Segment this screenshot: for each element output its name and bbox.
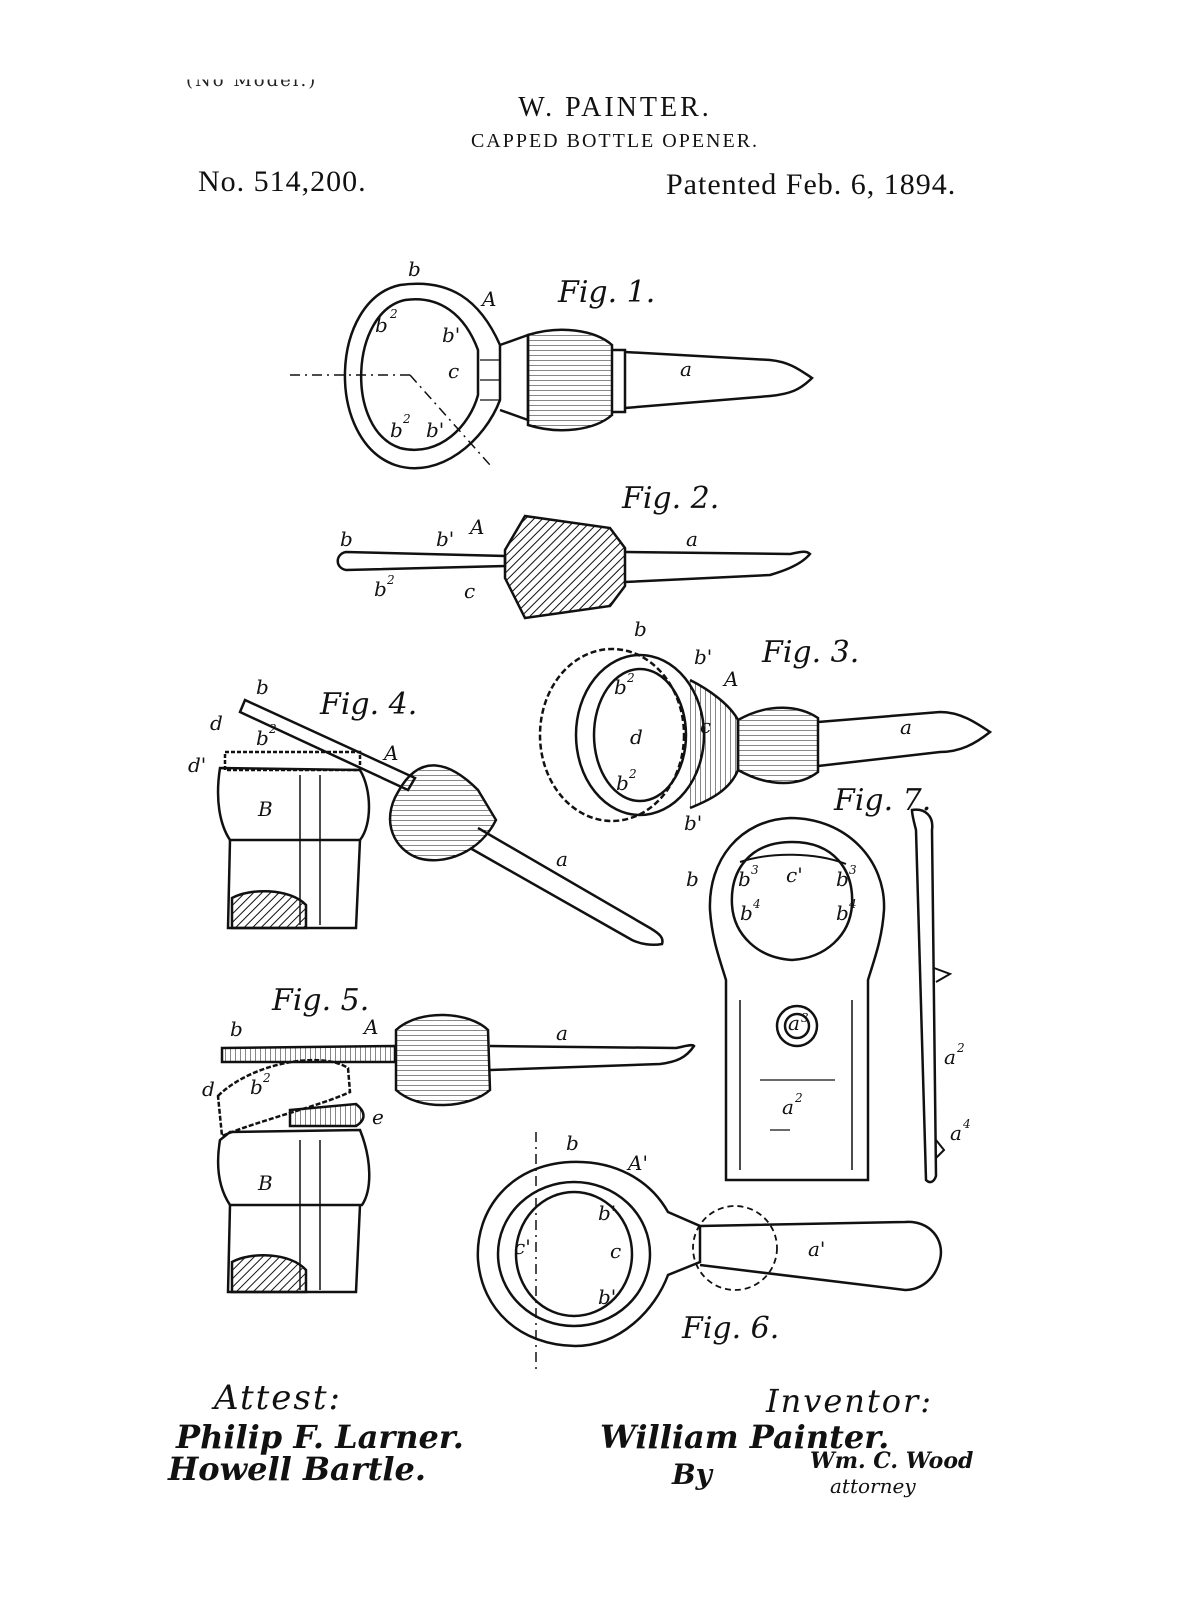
fig-3-ref-b2-top-sup: 2 <box>626 671 635 685</box>
fig-7-ref-b3-right-sup: 3 <box>849 863 857 877</box>
fig-7-label: Fig. 7. <box>833 783 931 818</box>
witness-signature-1: Philip F. Larner. <box>176 1418 464 1456</box>
fig-3-ref-b2-top: b <box>614 675 627 699</box>
fig-1-ref-b2-bottom-sup: 2 <box>402 412 411 426</box>
fig-7-ref-a2-front-sup: 2 <box>794 1091 803 1105</box>
figure-4 <box>216 698 664 947</box>
fig-7-ref-a4: a <box>950 1121 962 1145</box>
witness-signature-2: Howell Bartle. <box>168 1450 427 1488</box>
fig-1-label: Fig. 1. <box>557 275 655 310</box>
fig-6-ref-b1-bottom: b' <box>598 1285 616 1309</box>
fig-1-ref-b2-bottom: b <box>390 418 403 442</box>
fig-3-ref-b1-top: b' <box>694 645 712 669</box>
fig-1-ref-b1-top: b' <box>442 323 460 347</box>
patent-date: Patented Feb. 6, 1894. <box>666 168 957 201</box>
inventor-label: Inventor: <box>766 1382 934 1420</box>
fig-3-ref-d: d <box>630 725 643 749</box>
fig-4-ref-d: d <box>210 711 223 735</box>
fig-4-label: Fig. 4. <box>319 687 417 722</box>
figure-3 <box>538 647 993 823</box>
fig-1-ref-c: c <box>448 359 459 383</box>
fig-2-ref-b2-sup: 2 <box>386 573 395 587</box>
fig-3-ref-a: a <box>900 715 912 739</box>
fig-2-ref-c: c <box>464 579 475 603</box>
fig-7-ref-b4-left-sup: 4 <box>752 897 761 911</box>
fig-6-ref-b: b <box>566 1131 579 1155</box>
fig-5-ref-b2: b <box>250 1075 263 1099</box>
fig-2-ref-b2: b <box>374 577 387 601</box>
attest-label: Attest: <box>214 1378 342 1418</box>
fig-4-ref-b2-sup: 2 <box>268 722 277 736</box>
fig-3-label: Fig. 3. <box>761 635 859 670</box>
fig-2-ref-a: a <box>686 527 698 551</box>
figure-2 <box>336 514 812 620</box>
fig-7-ref-b: b <box>686 867 699 891</box>
fig-4-ref-b: b <box>256 675 269 699</box>
attorney-signature: Wm. C. Wood <box>810 1448 974 1474</box>
fig-5-ref-d: d <box>202 1077 215 1101</box>
fig-7-ref-c1: c' <box>786 863 803 887</box>
figure-6 <box>476 1132 943 1372</box>
attorney-label: attorney <box>830 1474 916 1498</box>
fig-7-ref-a2-side-sup: 2 <box>956 1041 965 1055</box>
inventor-name: W. PAINTER. <box>518 92 712 123</box>
fig-1-ref-b2-top-sup: 2 <box>389 307 398 321</box>
fig-1-ref-a: a <box>680 357 692 381</box>
fig-6-label: Fig. 6. <box>681 1311 779 1346</box>
fig-6-ref-c1: c' <box>514 1235 531 1259</box>
fig-4-ref-B: B <box>257 797 273 821</box>
fig-2-ref-b1: b' <box>436 527 454 551</box>
fig-5-ref-A: A <box>362 1015 378 1039</box>
fig-7-ref-b3-left: b <box>738 867 751 891</box>
fig-5-ref-b: b <box>230 1017 243 1041</box>
fig-3-ref-b1-bottom: b' <box>684 811 702 835</box>
fig-2-label: Fig. 2. <box>621 481 719 516</box>
patent-number: No. 514,200. <box>198 165 367 198</box>
fig-5-ref-e: e <box>372 1105 384 1129</box>
fig-5-ref-b2-sup: 2 <box>262 1071 271 1085</box>
fig-7-ref-a4-sup: 4 <box>962 1117 971 1131</box>
fig-7-ref-a3: a <box>788 1011 800 1035</box>
fig-6-ref-A1: A' <box>626 1151 648 1175</box>
figure-5 <box>216 1013 696 1294</box>
fig-6-ref-b1-top: b' <box>598 1201 616 1225</box>
fig-7-ref-b4-right-sup: 4 <box>848 897 857 911</box>
fig-1-ref-A: A <box>480 287 496 311</box>
fig-3-ref-c: c <box>700 714 711 738</box>
fig-6-ref-a1: a' <box>808 1237 825 1261</box>
fig-1-ref-b2-top: b <box>375 313 388 337</box>
by-label: By <box>672 1458 712 1491</box>
fig-7-ref-b4-left: b <box>740 901 753 925</box>
figure-7 <box>708 808 953 1184</box>
fig-3-ref-b2-bottom-sup: 2 <box>628 767 637 781</box>
fig-7-ref-a2-side: a <box>944 1045 956 1069</box>
invention-title: CAPPED BOTTLE OPENER. <box>470 130 760 152</box>
fig-4-ref-A: A <box>382 741 398 765</box>
fig-5-ref-a: a <box>556 1021 568 1045</box>
fig-7-ref-a2-front: a <box>782 1095 794 1119</box>
fig-2-ref-A: A <box>468 515 484 539</box>
fig-7-ref-a3-sup: 3 <box>801 1011 809 1025</box>
fig-3-ref-A: A <box>722 667 738 691</box>
fig-3-ref-b: b <box>634 617 647 641</box>
fig-3-ref-b2-bottom: b <box>616 771 629 795</box>
fig-1-ref-b: b <box>408 257 421 281</box>
fig-1-ref-b1-bottom: b' <box>426 418 444 442</box>
model-note: (No Model.) <box>186 70 318 91</box>
fig-5-ref-B: B <box>257 1171 273 1195</box>
fig-7-ref-b3-left-sup: 3 <box>751 863 759 877</box>
fig-5-label: Fig. 5. <box>271 983 369 1018</box>
fig-2-ref-b: b <box>340 527 353 551</box>
inventor-signature: William Painter. <box>600 1418 890 1456</box>
fig-4-ref-a: a <box>556 847 568 871</box>
fig-4-ref-d1: d' <box>188 753 206 777</box>
fig-7-ref-b4-right: b <box>836 901 849 925</box>
fig-6-ref-c: c <box>610 1239 621 1263</box>
fig-7-ref-b3-right: b <box>836 867 849 891</box>
figure-1 <box>290 282 814 470</box>
fig-4-ref-b2: b <box>256 726 269 750</box>
